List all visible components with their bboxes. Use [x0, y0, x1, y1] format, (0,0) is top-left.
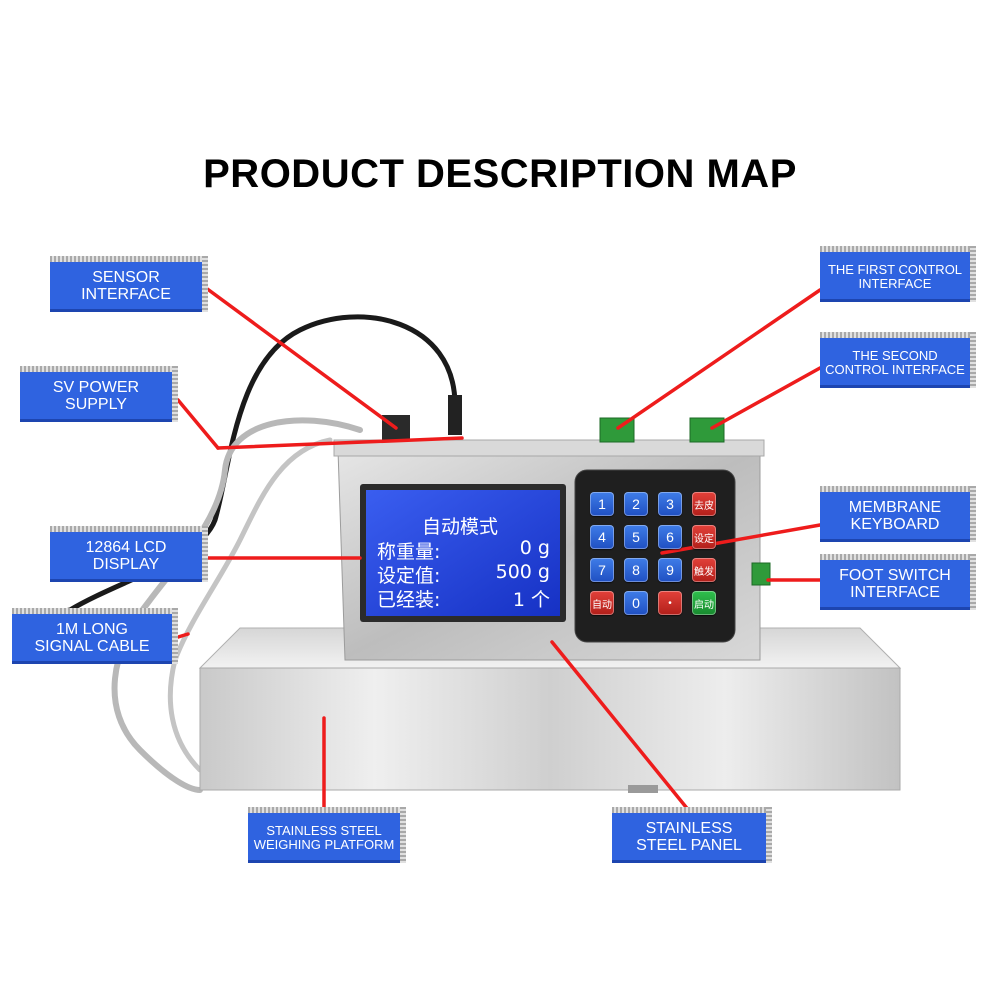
lcd-count-value: 1 个 — [512, 589, 550, 611]
keypad-key[interactable]: 设定 — [692, 525, 716, 549]
signal-cable — [111, 417, 363, 793]
keypad-key[interactable]: 触发 — [692, 558, 716, 582]
keypad-key[interactable]: 3 — [658, 492, 682, 516]
keypad-key[interactable]: 5 — [624, 525, 648, 549]
leader-sensor — [204, 286, 398, 430]
leader-panel — [550, 640, 692, 814]
keypad-key[interactable]: 自动 — [590, 591, 614, 615]
lcd-weight-label: 称重量: — [377, 541, 441, 563]
lcd-set-value: 500 g — [495, 561, 550, 583]
keypad-key[interactable]: 7 — [590, 558, 614, 582]
leader-first-control — [616, 288, 822, 430]
keypad-key[interactable]: 启动 — [692, 591, 716, 615]
keypad-key[interactable]: • — [658, 591, 682, 615]
lcd-mode: 自动模式 — [422, 516, 499, 538]
keypad-key[interactable]: 9 — [658, 558, 682, 582]
lcd-weight-value: 0 g — [519, 537, 550, 559]
page-title: PRODUCT DESCRIPTION MAP — [203, 152, 797, 196]
keypad-key[interactable]: 8 — [624, 558, 648, 582]
keypad-key[interactable]: 0 — [624, 591, 648, 615]
leader-power — [176, 398, 220, 450]
keypad-key[interactable]: 1 — [590, 492, 614, 516]
leader-keyboard — [660, 523, 822, 555]
lcd-set-label: 设定值: — [377, 565, 441, 587]
keypad-key[interactable]: 6 — [658, 525, 682, 549]
keypad-key[interactable]: 去皮 — [692, 492, 716, 516]
leader-second-control — [710, 366, 822, 430]
leader-lines — [173, 286, 822, 814]
keypad-key[interactable]: 4 — [590, 525, 614, 549]
leader-power-2 — [216, 436, 464, 450]
keypad-key[interactable]: 2 — [624, 492, 648, 516]
lcd-count-label: 已经装: — [377, 589, 441, 611]
